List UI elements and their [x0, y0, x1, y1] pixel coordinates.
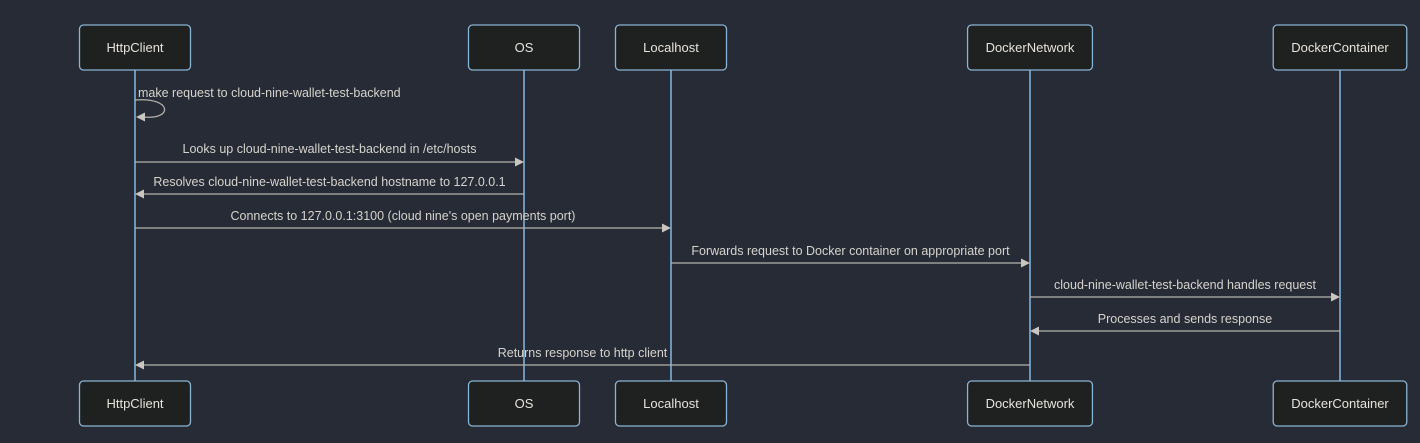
arrow-head [662, 223, 671, 233]
message-3: Resolves cloud-nine-wallet-test-backend … [135, 175, 524, 199]
lifelines-layer [134, 70, 1341, 381]
participant-box [1272, 24, 1408, 71]
participant-label: DockerNetwork [986, 396, 1075, 411]
participant-box [78, 24, 192, 71]
participant-box [78, 380, 192, 427]
arrow-head [1331, 292, 1340, 302]
participant-dockercontainer-bottom[interactable]: DockerContainer [1272, 380, 1408, 427]
participant-box [1272, 380, 1408, 427]
participant-dockernetwork-bottom[interactable]: DockerNetwork [966, 380, 1094, 427]
participant-label: Localhost [643, 396, 699, 411]
message-label: Looks up cloud-nine-wallet-test-backend … [183, 142, 477, 156]
arrow-head [135, 189, 144, 199]
message-label: Forwards request to Docker container on … [691, 244, 1010, 258]
participant-box [614, 380, 728, 427]
message-self-loop [134, 99, 166, 118]
participant-box [966, 380, 1094, 427]
participant-label: HttpClient [106, 396, 163, 411]
participant-label: DockerNetwork [986, 40, 1075, 55]
message-label: Connects to 127.0.0.1:3100 (cloud nine's… [231, 209, 576, 223]
message-1: make request to cloud-nine-wallet-test-b… [134, 86, 401, 122]
arrow-head [515, 157, 524, 167]
arrow-head [135, 360, 144, 370]
message-6: cloud-nine-wallet-test-backend handles r… [1030, 278, 1340, 302]
participant-localhost-bottom[interactable]: Localhost [614, 380, 728, 427]
arrow-head [136, 112, 145, 122]
message-label: Processes and sends response [1098, 312, 1272, 326]
message-label: make request to cloud-nine-wallet-test-b… [138, 86, 401, 100]
message-label: cloud-nine-wallet-test-backend handles r… [1054, 278, 1316, 292]
participant-label: HttpClient [106, 40, 163, 55]
participant-dockernetwork-top[interactable]: DockerNetwork [966, 24, 1094, 71]
arrow-head [1021, 258, 1030, 268]
message-2: Looks up cloud-nine-wallet-test-backend … [135, 142, 524, 167]
participant-label: OS [515, 396, 534, 411]
participant-box [467, 380, 581, 427]
participants-layer: HttpClientHttpClientOSOSLocalhostLocalho… [78, 24, 1408, 427]
message-4: Connects to 127.0.0.1:3100 (cloud nine's… [135, 209, 671, 233]
participant-label: DockerContainer [1291, 40, 1389, 55]
participant-label: Localhost [643, 40, 699, 55]
participant-os-top[interactable]: OS [467, 24, 581, 71]
participant-label: DockerContainer [1291, 396, 1389, 411]
message-label: Returns response to http client [498, 346, 668, 360]
message-7: Processes and sends response [1030, 312, 1340, 336]
participant-httpclient-bottom[interactable]: HttpClient [78, 380, 192, 427]
message-label: Resolves cloud-nine-wallet-test-backend … [153, 175, 505, 189]
participant-httpclient-top[interactable]: HttpClient [78, 24, 192, 71]
participant-dockercontainer-top[interactable]: DockerContainer [1272, 24, 1408, 71]
participant-localhost-top[interactable]: Localhost [614, 24, 728, 71]
participant-label: OS [515, 40, 534, 55]
participant-box [467, 24, 581, 71]
participant-os-bottom[interactable]: OS [467, 380, 581, 427]
participant-box [614, 24, 728, 71]
message-5: Forwards request to Docker container on … [671, 244, 1030, 268]
participant-box [966, 24, 1094, 71]
message-8: Returns response to http client [135, 346, 1030, 370]
messages-layer: make request to cloud-nine-wallet-test-b… [134, 86, 1340, 370]
arrow-head [1030, 326, 1039, 336]
